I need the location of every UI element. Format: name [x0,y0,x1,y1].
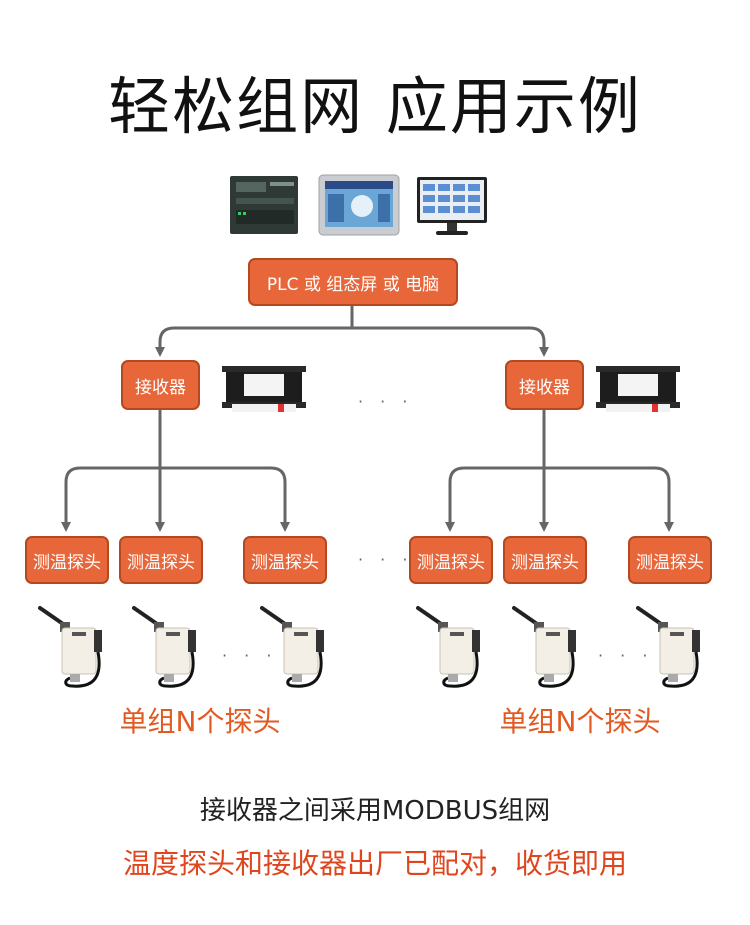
probe-box: 测温探头 [628,536,712,584]
top-node-label: PLC 或 组态屏 或 电脑 [266,274,440,295]
sensor-device-icon [636,606,700,688]
probe-box: 测温探头 [409,536,493,584]
probe-box: 测温探头 [503,536,587,584]
note-modbus: 接收器之间采用MODBUS组网 [199,796,551,826]
sensor-device-icon [38,606,102,688]
probe-box: 测温探头 [243,536,327,584]
probe-ellipsis: · · · [358,550,414,569]
receiver-ellipsis: · · · [358,392,414,411]
top-node-box: PLC 或 组态屏 或 电脑 [248,258,458,306]
probe-box: 测温探头 [25,536,109,584]
probe-label: 测温探头 [511,552,579,573]
note-paired: 温度探头和接收器出厂已配对，收货即用 [122,847,627,880]
probe-label: 测温探头 [251,552,319,573]
plc-device-icon [230,176,298,234]
receiver-label: 接收器 [519,377,570,398]
sensor-device-icon [416,606,480,688]
receiver-box-right: 接收器 [505,360,584,410]
sensor-device-icon [512,606,576,688]
group-label-right: 单组N个探头 [499,705,661,738]
probe-box: 测温探头 [119,536,203,584]
probe-label: 测温探头 [127,552,195,573]
receiver-device-icon [596,366,680,412]
probe-label: 测温探头 [33,552,101,573]
probe-label: 测温探头 [417,552,485,573]
sensor-ellipsis: · · · [222,646,278,665]
receiver-label: 接收器 [135,377,186,398]
touch-panel-icon [318,174,400,236]
receiver-device-icon [222,366,306,412]
group-label-left: 单组N个探头 [119,705,281,738]
receiver-box-left: 接收器 [121,360,200,410]
page-title: 轻松组网 应用示例 [108,70,642,143]
monitor-icon [417,177,487,235]
sensor-device-icon [132,606,196,688]
sensor-ellipsis: · · · [598,646,654,665]
probe-label: 测温探头 [636,552,704,573]
sensor-device-icon [260,606,324,688]
